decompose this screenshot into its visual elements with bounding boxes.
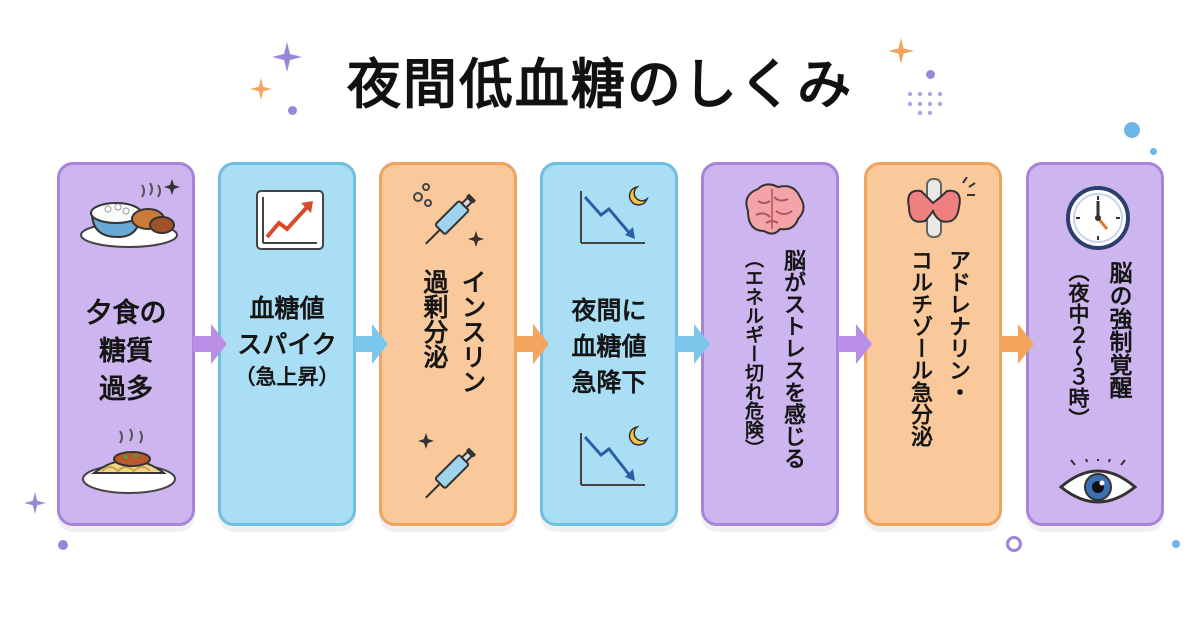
step-2-line-3: （急上昇） (234, 365, 340, 389)
step-card-6: アドレナリン・ コルチゾール急分泌 (864, 162, 1002, 526)
step-2-line-1: 血糖値 (249, 294, 325, 323)
falling-chart-moon-icon (575, 421, 651, 491)
step-5-line-2: （エネルギー切れ危険） (742, 249, 764, 458)
rising-chart-icon (255, 189, 325, 251)
step-4-line-3: 急降下 (571, 368, 647, 397)
step-4-line-2: 血糖値 (571, 332, 647, 361)
step-3-line-2: 過剰分泌 (420, 269, 449, 369)
step-card-1: 夕食の 糖質 過多 (57, 162, 195, 526)
dot (58, 540, 68, 550)
sparkle-icon (24, 492, 46, 514)
step-7-line-1: 脳の強制覚醒 (1105, 261, 1131, 399)
adrenal-gland-icon (897, 177, 979, 239)
eye-icon (1059, 459, 1137, 507)
arrow-right-icon (193, 324, 227, 364)
step-card-7: 脳の強制覚醒 （夜中２～３時） (1026, 162, 1164, 526)
clock-icon (1065, 185, 1131, 251)
arrow-right-icon (515, 324, 549, 364)
sparkle-icon (888, 38, 914, 64)
sparkle-icon (250, 78, 272, 100)
step-5-line-1: 脳がストレスを感じる (780, 249, 805, 469)
sparkle-icon (272, 42, 302, 72)
rice-meal-icon (78, 177, 180, 251)
step-6-line-1: アドレナリン・ (945, 249, 970, 403)
ring (1006, 536, 1022, 552)
step-3-line-1: インスリン (458, 269, 487, 394)
dot (1150, 148, 1157, 155)
step-2-line-2: スパイク (237, 330, 337, 359)
dot-grid (907, 91, 943, 116)
step-6-line-2: コルチゾール急分泌 (907, 249, 932, 447)
dot (926, 70, 935, 79)
step-card-2: 血糖値 スパイク （急上昇） (218, 162, 356, 526)
syringe-icon (412, 179, 488, 257)
step-card-3: インスリン 過剰分泌 (379, 162, 517, 526)
page-title: 夜間低血糖のしくみ (346, 53, 854, 116)
dot (1124, 122, 1140, 138)
step-1-line-3: 過多 (99, 374, 153, 405)
arrow-right-icon (838, 324, 872, 364)
falling-chart-moon-icon (575, 183, 651, 249)
step-7-line-2: （夜中２～３時） (1066, 261, 1090, 429)
brain-icon (738, 181, 808, 239)
step-card-4: 夜間に 血糖値 急降下 (540, 162, 678, 526)
syringe-icon (412, 427, 488, 507)
arrow-right-icon (1000, 324, 1034, 364)
arrow-right-icon (676, 324, 710, 364)
dot (1172, 540, 1180, 548)
step-card-5: 脳がストレスを感じる （エネルギー切れ危険） (701, 162, 839, 526)
step-1-line-1: 夕食の (85, 298, 167, 329)
step-4-line-1: 夜間に (571, 296, 647, 325)
step-1-line-2: 糖質 (99, 336, 153, 367)
arrow-right-icon (354, 324, 388, 364)
dot (288, 106, 297, 115)
spaghetti-icon (80, 427, 178, 497)
